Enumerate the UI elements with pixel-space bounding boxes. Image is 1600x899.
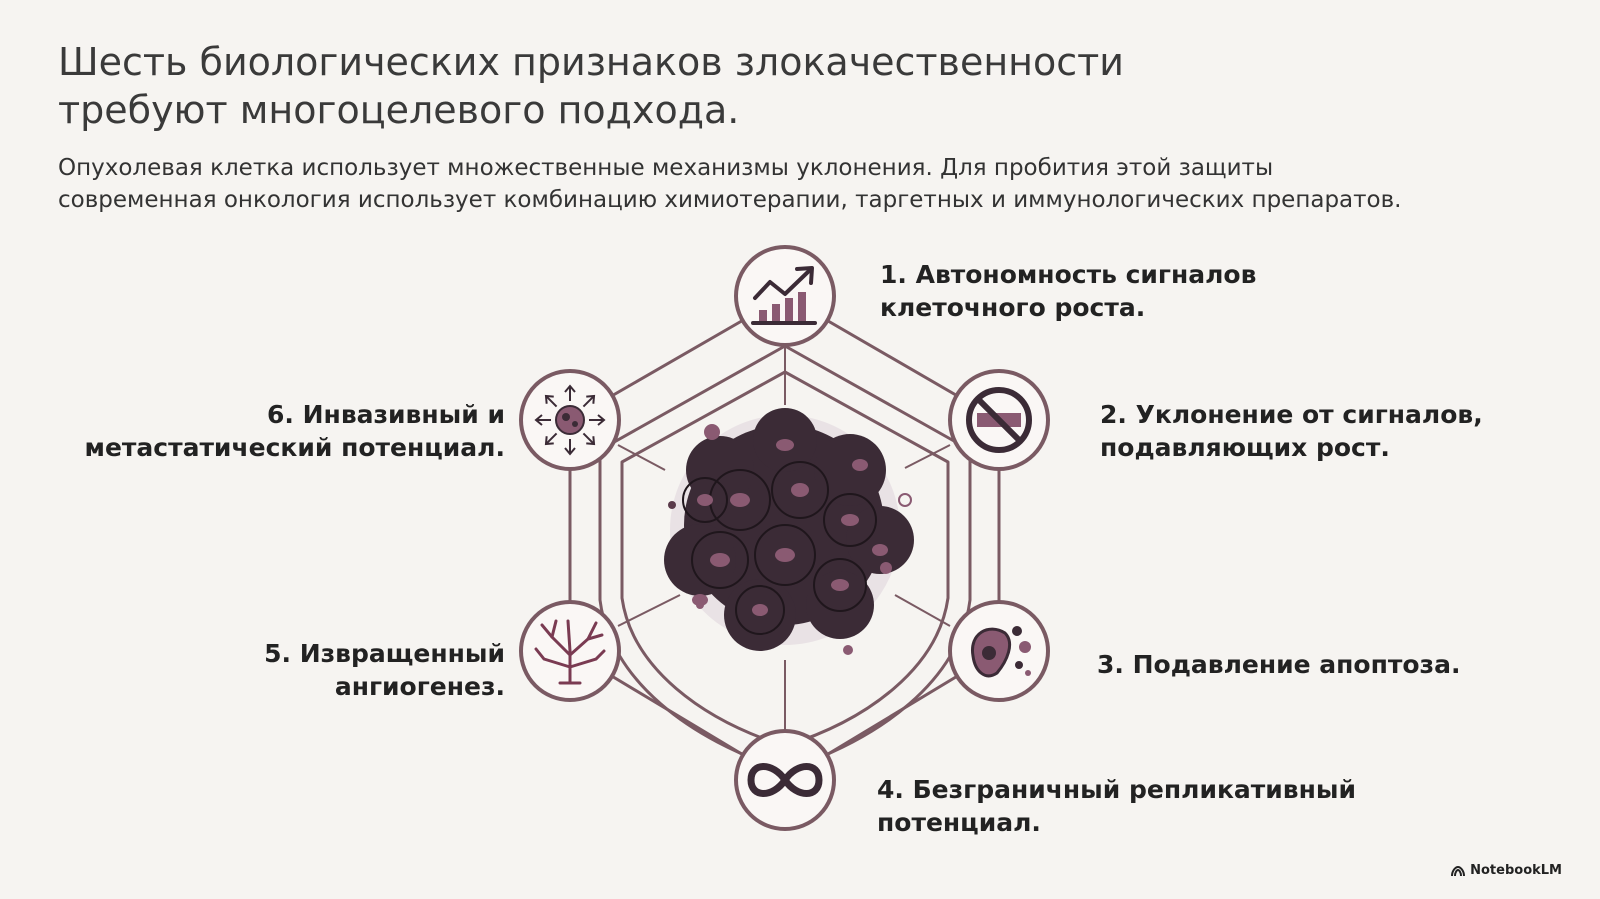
- brand-label: NotebookLM: [1470, 863, 1562, 878]
- infinity-icon: [747, 763, 823, 797]
- slide-title: Шесть биологических признаков злокачеств…: [58, 38, 1478, 134]
- slide-subtitle: Опухолевая клетка использует множественн…: [58, 152, 1558, 216]
- notebooklm-logo-icon: [1451, 865, 1466, 876]
- tumor-cluster: [664, 408, 914, 655]
- prohibit-icon: [966, 387, 1032, 453]
- hallmark-label-1: 1. Автономность сигналов клеточного рост…: [880, 260, 1257, 322]
- subtitle-line-1: Опухолевая клетка использует множественн…: [58, 155, 1274, 181]
- spoke-5: [617, 594, 681, 627]
- title-line-1: Шесть биологических признаков злокачеств…: [58, 40, 1124, 84]
- hallmark-node-1: [734, 245, 836, 347]
- hallmark-label-4: 4. Безграничный репликативный потенциал.: [877, 775, 1357, 837]
- hallmark-node-5: [519, 600, 621, 702]
- spoke-3: [894, 594, 951, 627]
- hallmark-label-5: 5. Извращенный ангиогенез.: [264, 639, 505, 701]
- subtitle-line-2: современная онкология использует комбина…: [58, 187, 1402, 213]
- title-line-2: требуют многоцелевого подхода.: [58, 88, 740, 132]
- spoke-2: [904, 444, 951, 469]
- notebooklm-brand: NotebookLM: [1450, 863, 1562, 878]
- icon-nodes: [519, 245, 1050, 831]
- apoptosis-cell-icon: [971, 626, 1031, 678]
- hallmark-label-2: 2. Уклонение от сигналов, подавляющих ро…: [1100, 400, 1483, 462]
- hallmark-label-3: 3. Подавление апоптоза.: [1097, 650, 1461, 679]
- growth-chart-icon: [751, 266, 817, 325]
- hallmark-node-2: [948, 369, 1050, 471]
- spoke-6: [617, 444, 666, 471]
- hallmark-node-4: [734, 729, 836, 831]
- hallmark-label-6: 6. Инвазивный и метастатический потенциа…: [84, 400, 505, 462]
- hallmark-node-3: [948, 600, 1050, 702]
- hallmark-node-6: [519, 369, 621, 471]
- spreading-cell-icon: [534, 384, 606, 456]
- blood-vessel-tree-icon: [534, 619, 606, 685]
